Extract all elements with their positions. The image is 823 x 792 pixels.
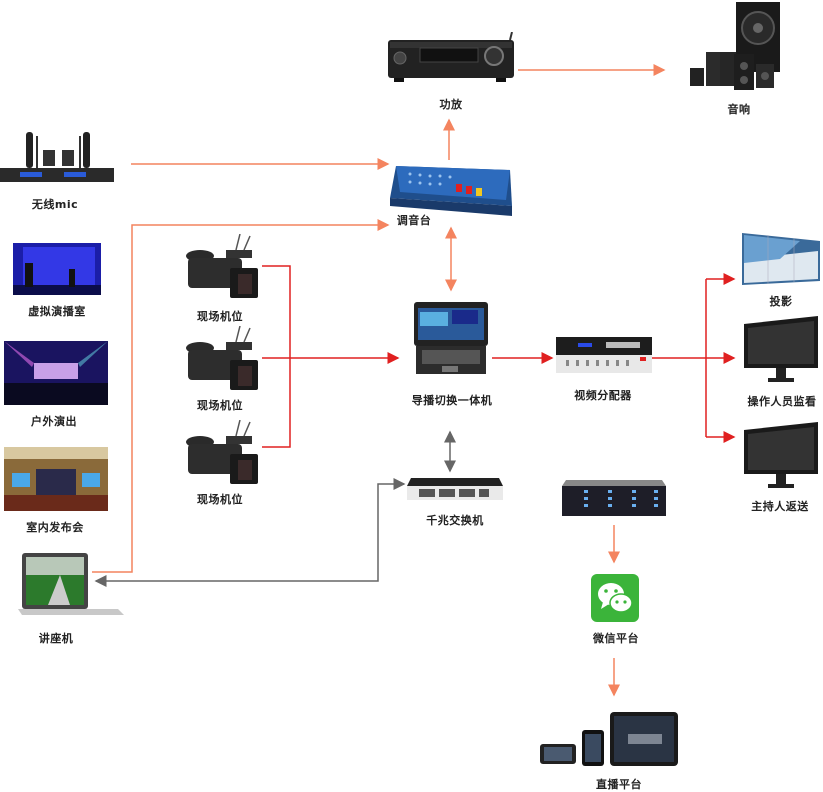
switcher-label: 导播切换一体机 xyxy=(411,394,493,407)
audio-mixer-icon xyxy=(390,166,512,216)
mixer-label: 调音台 xyxy=(396,214,432,227)
outdoor-show[interactable] xyxy=(4,341,108,405)
wire-cam1 xyxy=(262,265,291,448)
camera-3[interactable] xyxy=(178,419,262,486)
outdoor-concert-photo xyxy=(4,341,108,405)
projection-label: 投影 xyxy=(769,295,793,308)
amplifier[interactable] xyxy=(384,31,518,84)
outdoor-show-label: 户外演出 xyxy=(31,415,77,428)
host-return-monitor[interactable] xyxy=(740,422,820,490)
virtual-studio-label: 虚拟演播室 xyxy=(28,305,86,318)
wechat-label: 微信平台 xyxy=(593,632,639,645)
wireless-mic-receiver-icon xyxy=(0,132,114,182)
video-distributor-label: 视频分配器 xyxy=(574,389,632,402)
portable-switcher-icon xyxy=(414,302,488,374)
av-receiver-icon xyxy=(388,31,514,82)
laptop-icon xyxy=(18,553,124,615)
wechat-icon xyxy=(598,583,633,613)
camcorder-icon xyxy=(186,325,258,390)
wechat-platform[interactable] xyxy=(591,574,639,622)
lecture-laptop[interactable] xyxy=(18,553,124,619)
rack-server-icon xyxy=(562,480,666,516)
camcorder-icon xyxy=(186,233,258,298)
operator-monitor-label: 操作人员监看 xyxy=(747,395,817,408)
camera-2-label: 现场机位 xyxy=(197,399,243,412)
speakers-label: 音响 xyxy=(727,103,751,116)
gigabit-switch[interactable] xyxy=(407,478,503,504)
host-return-label: 主持人返送 xyxy=(751,500,809,513)
indoor-launch-label: 室内发布会 xyxy=(26,521,84,534)
indoor-event-photo xyxy=(4,447,108,511)
camera-2[interactable] xyxy=(178,325,262,392)
monitor-icon xyxy=(744,422,818,488)
operator-monitor[interactable] xyxy=(740,316,820,384)
video-distributor-icon xyxy=(556,337,652,373)
wireless-mic-label: 无线mic xyxy=(31,198,79,211)
audio-mixer[interactable] xyxy=(386,158,516,218)
speakers[interactable] xyxy=(690,2,786,90)
video-wall-icon xyxy=(742,233,820,285)
lecture-laptop-label: 讲座机 xyxy=(38,632,74,645)
gigabit-switch-label: 千兆交换机 xyxy=(426,514,484,527)
amplifier-label: 功放 xyxy=(439,98,463,111)
network-switch-icon xyxy=(407,478,503,500)
monitor-icon xyxy=(744,316,818,382)
live-platform[interactable] xyxy=(538,712,678,768)
camera-3-label: 现场机位 xyxy=(197,493,243,506)
camera-1-label: 现场机位 xyxy=(197,310,243,323)
video-distributor[interactable] xyxy=(556,335,652,375)
switcher[interactable] xyxy=(412,298,490,378)
virtual-studio[interactable] xyxy=(13,243,101,295)
speaker-set-icon xyxy=(690,2,780,90)
live-platform-label: 直播平台 xyxy=(596,778,642,791)
mobile-devices-icon xyxy=(540,712,678,766)
virtual-studio-photo xyxy=(13,243,101,295)
camcorder-icon xyxy=(186,419,258,484)
projection-screen[interactable] xyxy=(740,229,820,287)
rack-server[interactable] xyxy=(562,480,666,518)
indoor-launch[interactable] xyxy=(4,447,108,511)
wire-netswitch-laptop xyxy=(94,478,406,587)
camera-1[interactable] xyxy=(178,233,262,300)
wireless-mic[interactable] xyxy=(0,130,116,188)
